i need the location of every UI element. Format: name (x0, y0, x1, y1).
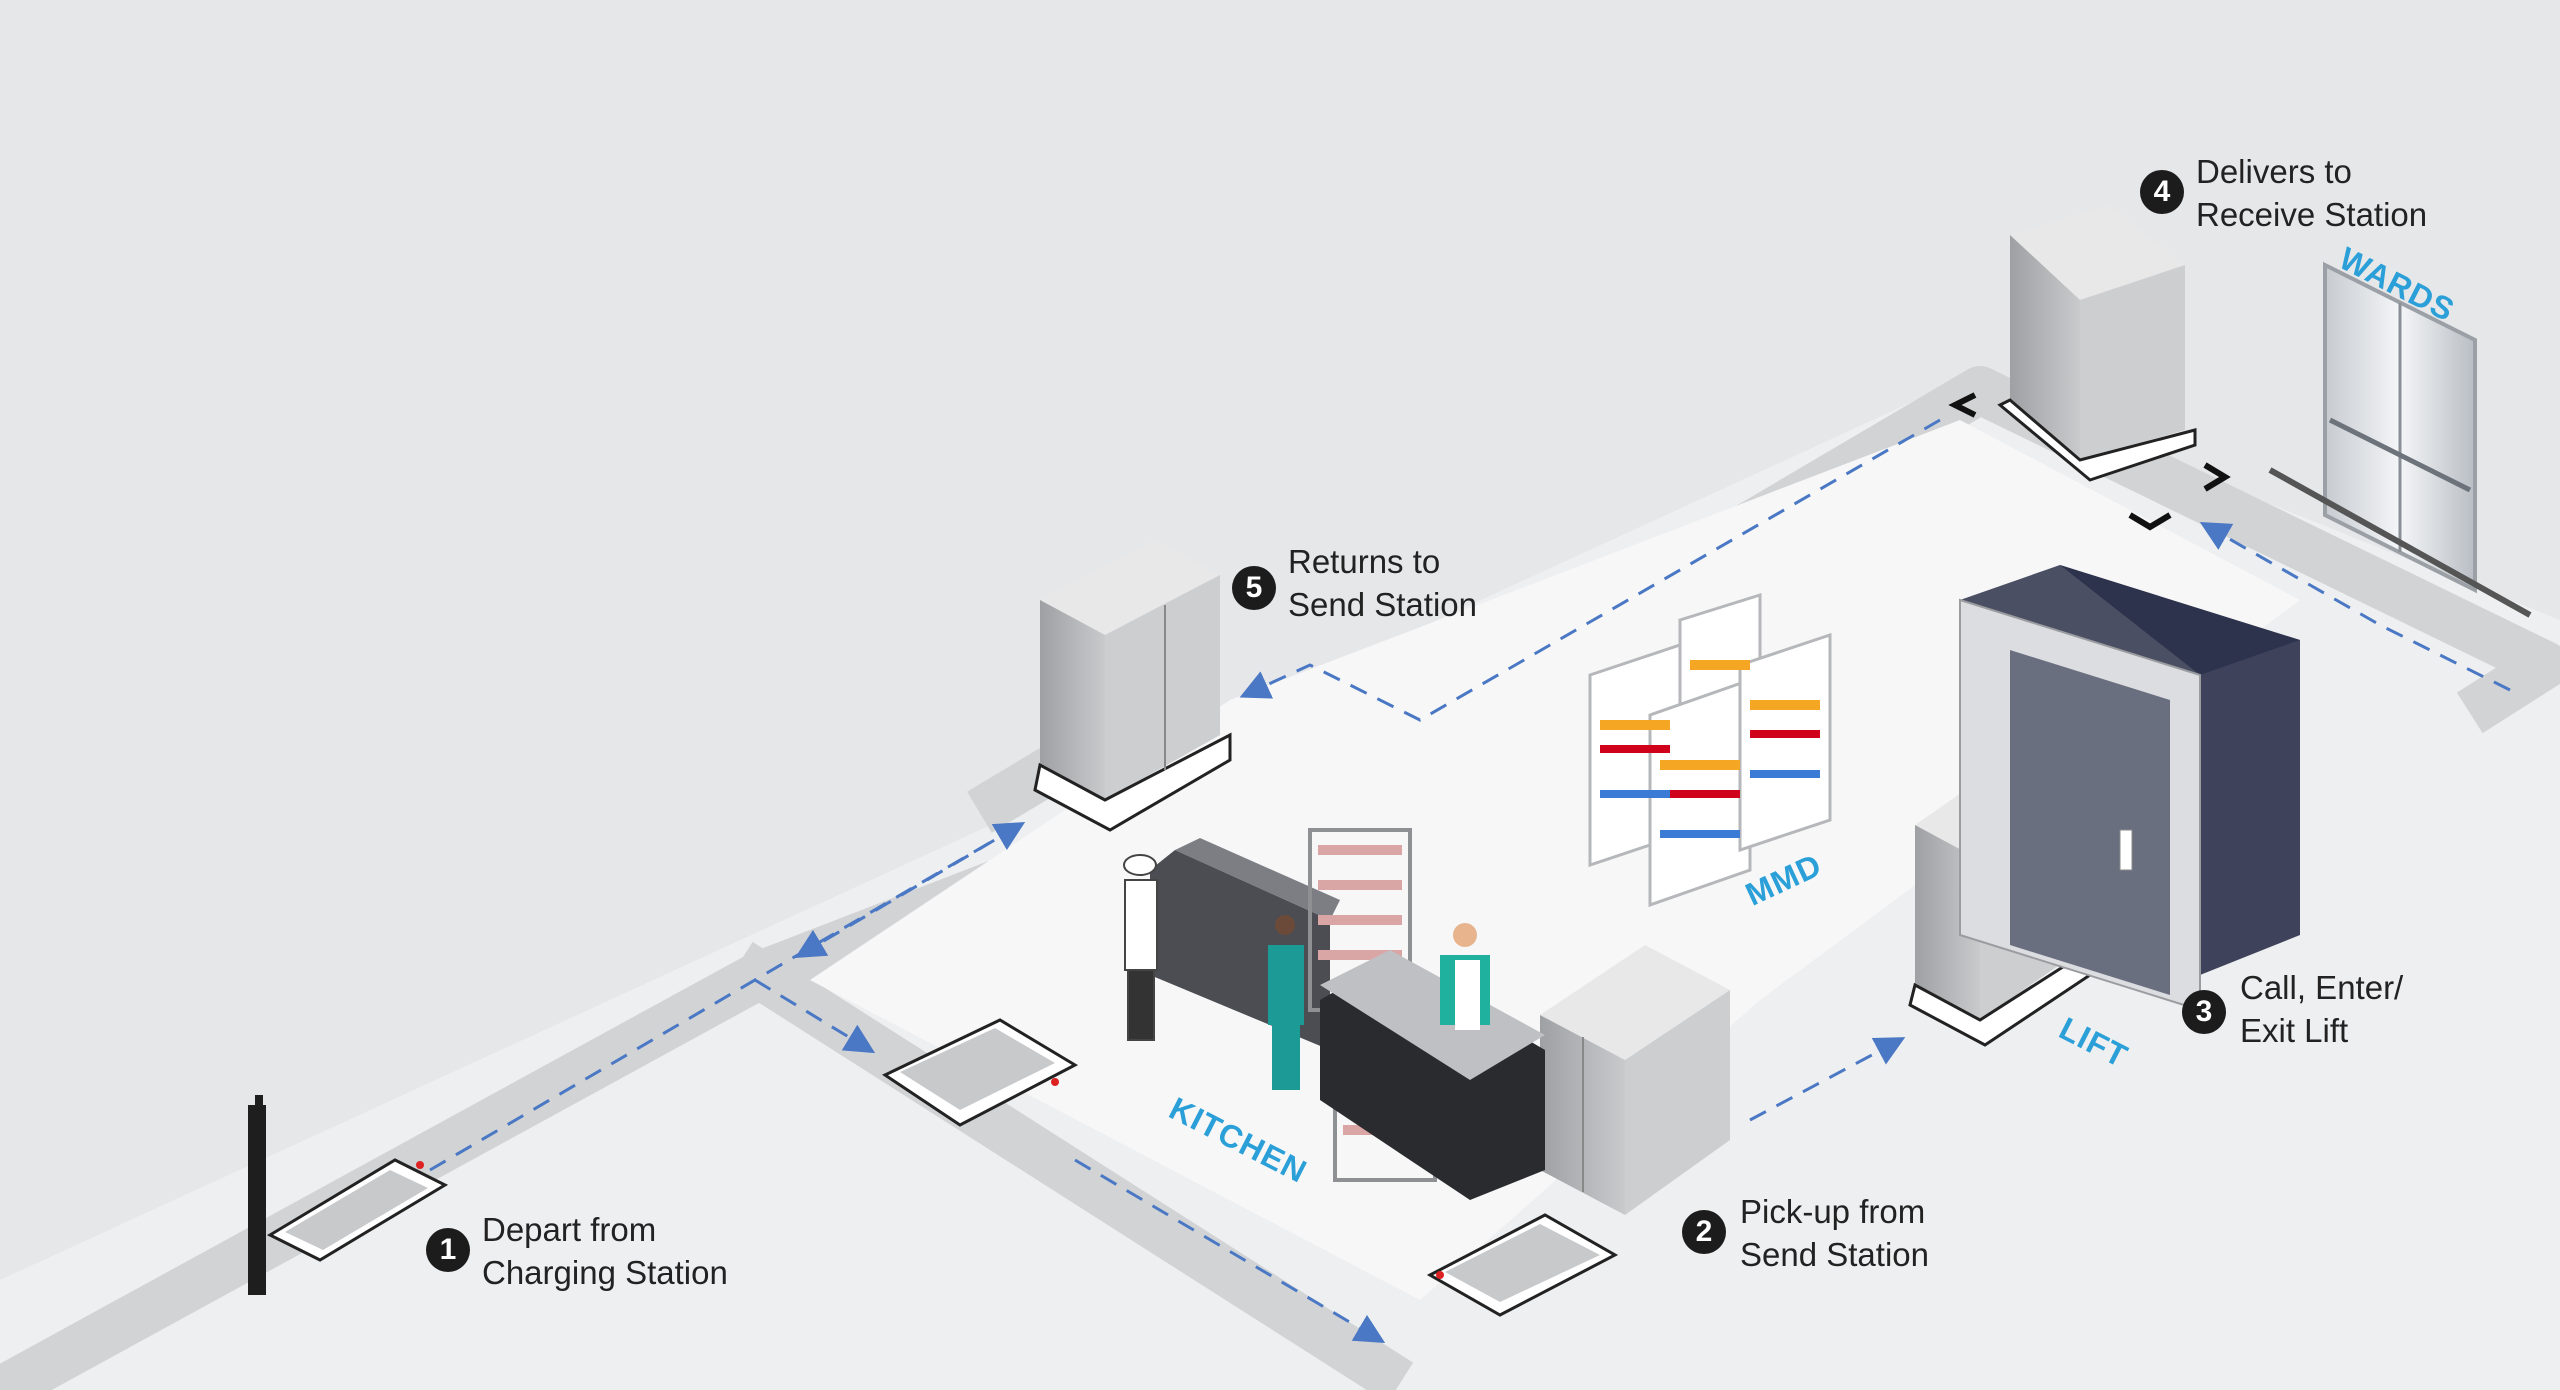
step-3-line2: Exit Lift (2240, 1012, 2349, 1049)
ward-doors (2268, 261, 2532, 618)
route-path (429, 418, 2511, 1344)
lift (1959, 565, 2300, 1012)
step-4-label: Delivers to Receive Station (2196, 150, 2427, 236)
charging-station (248, 1095, 266, 1295)
step-3-label: Call, Enter/ Exit Lift (2240, 966, 2403, 1052)
step-number-badge: 3 (2182, 990, 2226, 1034)
step-number-badge: 1 (426, 1228, 470, 1272)
step-4-line2: Receive Station (2196, 196, 2428, 233)
agv-robot-2 (881, 1018, 1079, 1127)
step-2-label: Pick-up from Send Station (1740, 1190, 1929, 1276)
step-1-line2: Charging Station (482, 1254, 728, 1291)
agv-robot-1 (266, 1158, 449, 1262)
kitchen-worker-teal (1268, 915, 1304, 1090)
kitchen-worker-green (1440, 923, 1490, 1030)
step-1-label: Depart from Charging Station (482, 1208, 728, 1294)
mmd-shelves (1588, 592, 1832, 908)
step-number-badge: 2 (1682, 1210, 1726, 1254)
step-2-line1: Pick-up from (1740, 1193, 1926, 1230)
step-5-line1: Returns to (1288, 543, 1441, 580)
kitchen-floor (810, 420, 2300, 1300)
step-3-line1: Call, Enter/ (2240, 969, 2404, 1006)
step-number-badge: 4 (2140, 170, 2184, 214)
step-5-label: Returns to Send Station (1288, 540, 1477, 626)
step-number-badge: 5 (1232, 566, 1276, 610)
step-4-line1: Delivers to (2196, 153, 2352, 190)
food-cart-return (1033, 540, 1232, 832)
step-2-line2: Send Station (1740, 1236, 1929, 1273)
step-5-line2: Send Station (1288, 586, 1477, 623)
food-cart-send-station (1540, 945, 1730, 1215)
chef (1123, 854, 1158, 1041)
step-1-line1: Depart from (482, 1211, 657, 1248)
food-cart-receive (1948, 205, 2231, 531)
agv-robot-3 (1426, 1213, 1619, 1317)
